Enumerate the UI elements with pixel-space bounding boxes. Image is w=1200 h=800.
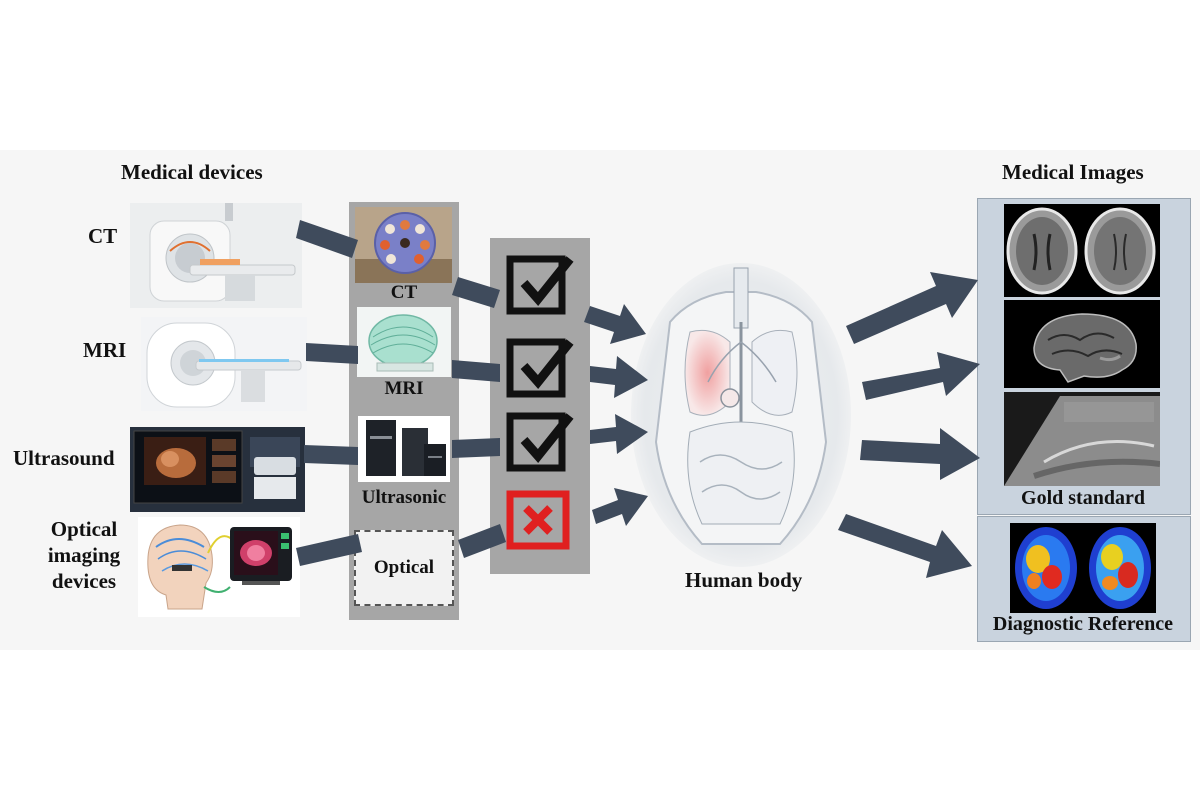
phantom-label-optical: Optical xyxy=(373,557,435,578)
arrow-to-body-2 xyxy=(590,356,648,398)
perfusion-brain-map-image xyxy=(1010,523,1156,613)
ultrasound-scan-image xyxy=(1004,392,1160,486)
arrow-to-body-3 xyxy=(590,414,648,454)
check-mark-icon xyxy=(506,338,574,398)
connector-ultrasound-line xyxy=(304,445,358,465)
ct-phantom-photo xyxy=(355,207,452,283)
device-label-optical: Optical imaging devices xyxy=(45,516,123,594)
phantom-label-ultrasonic: Ultrasonic xyxy=(361,487,447,508)
arrow-to-perfusion-map xyxy=(838,514,972,578)
ultrasound-machine-photo xyxy=(130,427,305,512)
connector-mri-line xyxy=(306,343,358,364)
ct-scanner-photo xyxy=(130,203,302,308)
human-body-illustration xyxy=(630,262,852,568)
medical-devices-heading: Medical devices xyxy=(121,160,263,184)
connector-ct-check-line xyxy=(452,277,500,308)
human-body-label: Human body xyxy=(685,568,803,592)
medical-images-heading: Medical Images xyxy=(1002,160,1144,184)
device-label-optical-line2: imaging xyxy=(47,543,121,567)
optical-phantom-box: Optical xyxy=(354,530,454,606)
check-mark-icon xyxy=(506,412,574,472)
gold-standard-label: Gold standard xyxy=(1021,487,1145,509)
optical-imaging-device-photo xyxy=(138,517,300,617)
arrow-to-mri-brain xyxy=(862,352,980,400)
mri-brain-image xyxy=(1004,300,1160,388)
connector-ct-line xyxy=(296,220,358,258)
device-label-ultrasound: Ultrasound xyxy=(13,446,115,470)
cross-mark-icon xyxy=(506,490,570,550)
arrow-to-ultrasound xyxy=(860,428,980,480)
device-label-mri: MRI xyxy=(83,338,127,362)
mri-phantom-photo xyxy=(357,307,451,377)
phantom-label-ct: CT xyxy=(390,282,418,303)
arrow-to-body-4 xyxy=(592,488,648,526)
device-label-optical-line3: devices xyxy=(51,569,117,593)
arrow-to-body-1 xyxy=(584,304,646,344)
device-label-optical-line1: Optical xyxy=(50,517,118,541)
arrow-to-ct-brain xyxy=(846,272,978,344)
ultrasonic-phantom-photo xyxy=(358,416,450,482)
check-mark-icon xyxy=(506,255,574,315)
connector-mri-check-line xyxy=(452,360,500,382)
connector-ultra-check-line xyxy=(452,438,500,458)
ct-brain-image xyxy=(1004,204,1160,297)
diagnostic-reference-label: Diagnostic Reference xyxy=(992,613,1174,635)
connector-optical-check-line xyxy=(458,524,506,558)
device-label-ct: CT xyxy=(88,224,118,248)
mri-scanner-photo xyxy=(141,317,307,411)
connector-optical-line xyxy=(296,534,362,566)
phantom-label-mri: MRI xyxy=(384,378,424,399)
